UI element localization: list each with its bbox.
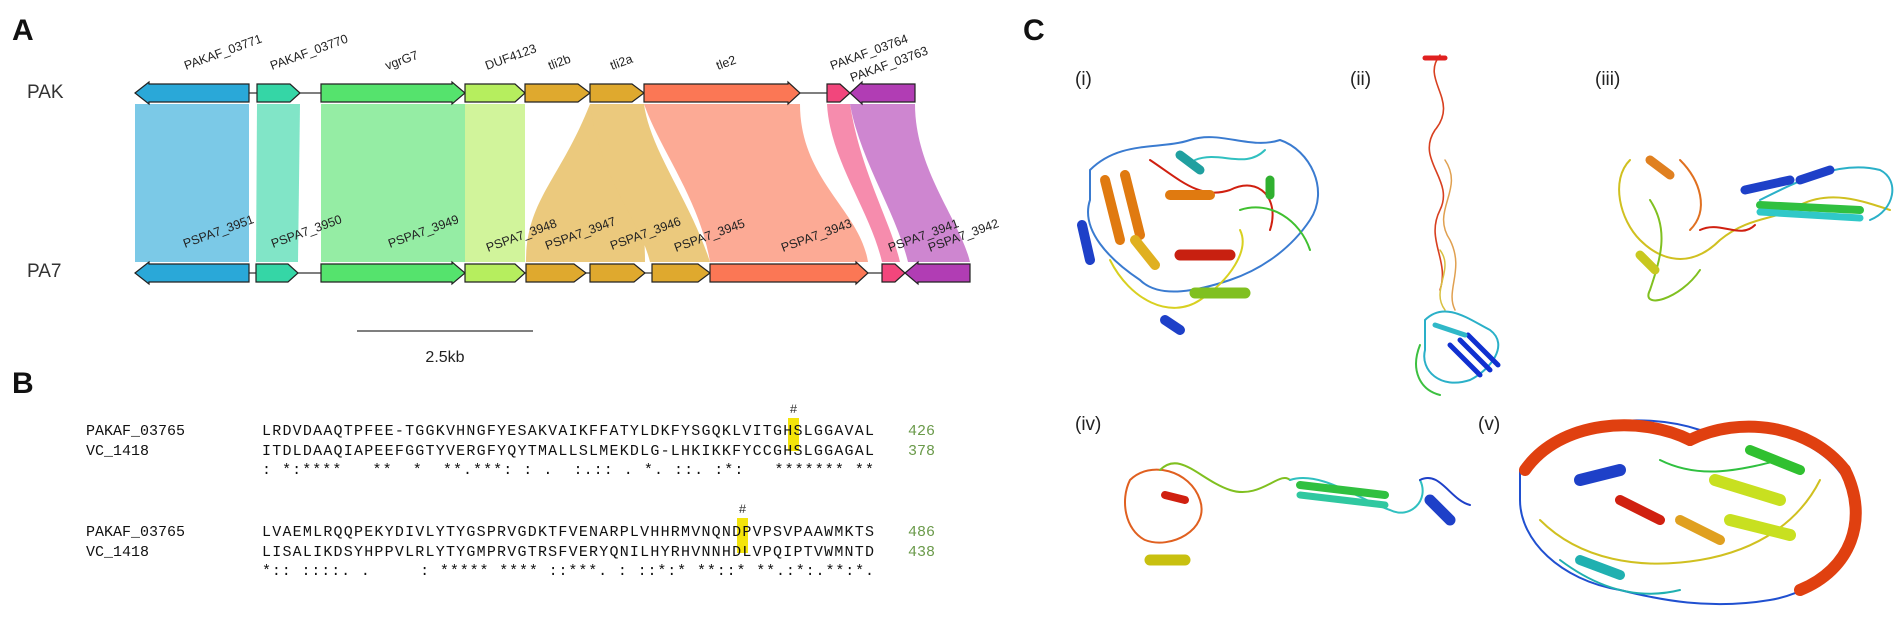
strain-label-pa7: PA7 <box>27 261 62 282</box>
protein-structure-v <box>1519 419 1862 606</box>
catalytic-aspartate-highlight <box>737 518 748 553</box>
seq-pakaf-03765-block2: LVAEMLRQQPEKYDIVLYTYGSPRVGDKTFVENARPLVHH… <box>262 524 874 541</box>
gene-label-duf4123: DUF4123 <box>483 41 538 72</box>
pak-gene-labels: PAKAF_03771 PAKAF_03770 vgrG7 DUF4123 tl… <box>182 32 930 85</box>
gene-arrow-pakaf-03763 <box>849 80 916 106</box>
gene-label-tli2b: tli2b <box>546 52 572 73</box>
structure-label-v: (v) <box>1478 414 1500 435</box>
gene-arrow-pspa7-3948 <box>464 263 526 283</box>
ribbon-lightgreen <box>465 104 525 262</box>
ribbon-pink <box>827 104 900 262</box>
gene-arrow-vgrg7 <box>320 80 466 106</box>
gene-arrow-pakaf-03771 <box>134 80 250 106</box>
gene-arrow-pspa7-3947 <box>525 263 587 283</box>
gene-arrow-pspa7-3943 <box>709 260 869 286</box>
gene-arrow-pspa7-3942 <box>904 260 971 286</box>
gene-label-tle2: tle2 <box>714 53 738 73</box>
gene-label-pakaf-03771: PAKAF_03771 <box>182 32 264 73</box>
ribbon-magenta <box>850 104 970 262</box>
gene-label-tli2a: tli2a <box>608 52 634 73</box>
seq-name-pakaf-03765-block2: PAKAF_03765 <box>86 524 185 541</box>
gene-arrow-tle2 <box>643 80 801 106</box>
structure-label-i: (i) <box>1075 69 1092 90</box>
seq-name-vc-1418-block1: VC_1418 <box>86 443 149 460</box>
structure-label-iv: (iv) <box>1075 414 1101 435</box>
pak-gene-arrows <box>134 80 916 106</box>
seq-end-vc-1418-block1: 378 <box>908 443 935 460</box>
strain-label-pak: PAK <box>27 82 64 103</box>
seq-name-vc-1418-block2: VC_1418 <box>86 544 149 561</box>
catalytic-serine-highlight <box>788 418 799 451</box>
ribbon-gold-b <box>590 104 710 262</box>
gene-arrow-pakaf-03764 <box>826 83 851 103</box>
gene-label-pakaf-03770: PAKAF_03770 <box>268 32 350 73</box>
gene-arrow-pspa7-3945 <box>651 263 711 283</box>
ribbon-orange <box>644 104 868 262</box>
seq-vc-1418-block2: LISALIKDSYHPPVLRLYTYGMPRVGTRSFVERYQNILHY… <box>262 544 874 561</box>
seq-pakaf-03765-block1: LRDVDAAQTPFEE-TGGKVHNGFYESAKVAIKFFATYLDK… <box>262 423 874 440</box>
gene-arrow-pspa7-3950 <box>255 263 299 283</box>
gene-arrow-duf4123 <box>464 83 526 103</box>
seq-end-pakaf-03765-block2: 486 <box>908 524 935 541</box>
gene-arrow-tli2a <box>589 83 645 103</box>
seq-end-vc-1418-block2: 438 <box>908 544 935 561</box>
gene-arrow-pspa7-3951 <box>134 260 250 286</box>
consensus-block1: : *:**** ** * **.***: : . :.:: . *. ::. … <box>262 462 874 479</box>
gene-arrow-pspa7-3946 <box>589 263 646 283</box>
panel-c-letter: C <box>1023 14 1045 47</box>
catalytic-serine-marker: # <box>790 402 798 417</box>
consensus-block2: *:: ::::. . : ***** **** ::***. : ::*:* … <box>262 563 874 580</box>
structure-label-ii: (ii) <box>1350 69 1371 90</box>
panel-b-letter: B <box>12 367 34 400</box>
protein-structure-ii <box>1415 54 1501 396</box>
seq-end-pakaf-03765-block1: 426 <box>908 423 935 440</box>
protein-structure-iv <box>1124 462 1471 566</box>
protein-structure-iii <box>1618 155 1894 302</box>
ribbon-teal <box>256 104 300 262</box>
gene-label-vgrg7: vgrG7 <box>383 48 420 73</box>
ribbon-green <box>321 104 465 262</box>
homology-ribbons <box>135 104 970 262</box>
pa7-gene-arrows <box>134 260 971 286</box>
seq-vc-1418-block1: ITDLDAAQIAPEEFGGTYVERGFYQYTMALLSLMEKDLG-… <box>262 443 874 460</box>
gene-arrow-pakaf-03770 <box>256 83 301 103</box>
panel-a-letter: A <box>12 14 34 47</box>
structure-label-iii: (iii) <box>1595 69 1620 90</box>
gene-arrow-tli2b <box>524 83 591 103</box>
protein-structure-i <box>1077 136 1320 335</box>
ribbon-blue <box>135 104 249 262</box>
scale-bar-label: 2.5kb <box>425 349 464 366</box>
gene-arrow-pspa7-3949 <box>320 260 466 286</box>
gene-arrow-pspa7-3941 <box>881 263 906 283</box>
seq-name-pakaf-03765-block1: PAKAF_03765 <box>86 423 185 440</box>
catalytic-aspartate-marker: # <box>739 502 747 517</box>
